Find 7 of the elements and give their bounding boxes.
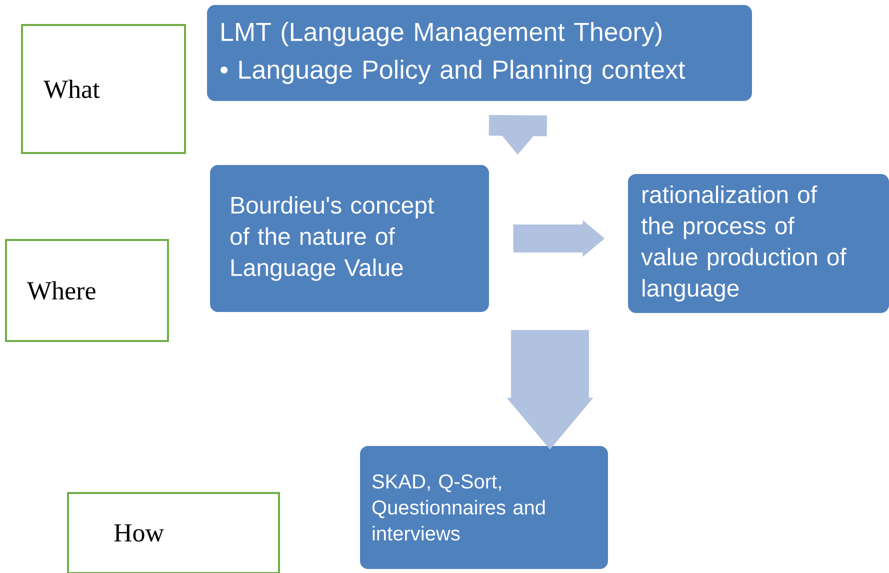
label-box: Where — [5, 239, 169, 342]
process-box: SKAD, Q-Sort, Questionnaires and interviews — [360, 446, 608, 569]
process-box: LMT (Language Management Theory) • Language Policy and Planning context — [207, 5, 752, 101]
process-box: Bourdieu's concept of the nature of Language Value — [210, 165, 489, 312]
process-box: rationalization of the process of value production of language — [628, 174, 889, 313]
label-box: How — [67, 492, 280, 573]
label-box: What — [21, 24, 186, 154]
